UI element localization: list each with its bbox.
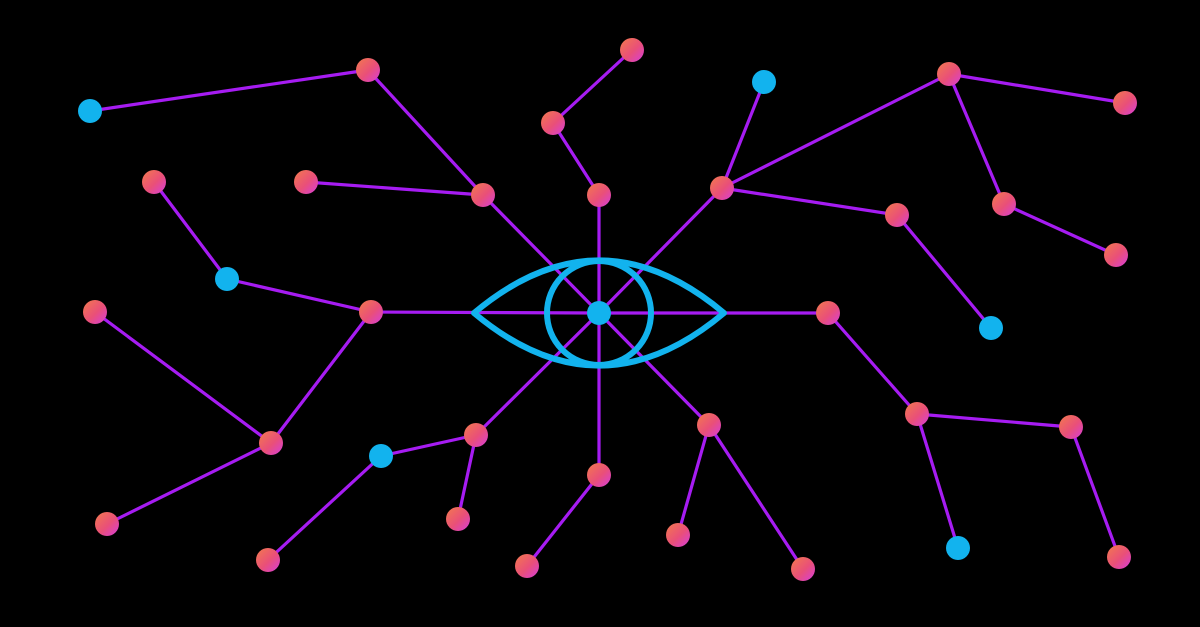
network-edge (720, 186, 899, 217)
network-edge (826, 311, 919, 416)
network-node-gradient (816, 301, 840, 325)
network-edge (895, 213, 993, 330)
network-node-gradient (587, 183, 611, 207)
network-edge (269, 310, 373, 445)
network-node-gradient (937, 62, 961, 86)
network-edge (947, 72, 1127, 105)
network-edge (597, 186, 724, 315)
network-edge (947, 72, 1006, 206)
network-node-gradient (359, 300, 383, 324)
network-edge (676, 423, 711, 537)
network-edge (551, 48, 634, 125)
network-edge (88, 68, 370, 113)
network-node-blue (215, 267, 239, 291)
network-node-gradient (259, 431, 283, 455)
network-edge (369, 310, 601, 315)
network-edge (597, 311, 711, 427)
network-node-gradient (710, 176, 734, 200)
network-edge (551, 121, 601, 197)
network-node-gradient (1107, 545, 1131, 569)
eye-pupil-icon (587, 301, 611, 325)
network-edge (93, 310, 273, 445)
network-edge (915, 412, 960, 550)
network-edge (707, 423, 805, 571)
network-edge (481, 193, 601, 315)
network-node-gradient (294, 170, 318, 194)
network-node-gradient (1113, 91, 1137, 115)
network-edge (304, 180, 485, 197)
network-edge (720, 80, 766, 190)
network-node-gradient (356, 58, 380, 82)
network-node-gradient (471, 183, 495, 207)
network-edge (105, 441, 273, 526)
network-node-gradient (666, 523, 690, 547)
network-node-gradient (541, 111, 565, 135)
network-edge (525, 473, 601, 568)
network-edge (366, 68, 485, 197)
network-edge (474, 311, 601, 437)
network-node-gradient (83, 300, 107, 324)
network-node-gradient (992, 192, 1016, 216)
network-node-gradient (1104, 243, 1128, 267)
network-edge (266, 454, 383, 562)
network-node-blue (979, 316, 1003, 340)
network-node-blue (752, 70, 776, 94)
node-layer (78, 38, 1137, 581)
network-edge (1069, 425, 1121, 559)
edge-layer (88, 48, 1127, 571)
network-node-blue (946, 536, 970, 560)
eye-outline-icon (471, 257, 727, 369)
network-node-gradient (1059, 415, 1083, 439)
network-node-gradient (464, 423, 488, 447)
network-edge (225, 277, 373, 314)
network-node-gradient (515, 554, 539, 578)
network-node-gradient (791, 557, 815, 581)
network-node-blue (369, 444, 393, 468)
eye-icon (471, 257, 727, 369)
network-node-gradient (587, 463, 611, 487)
network-edge (1002, 202, 1118, 257)
network-edge (152, 180, 229, 281)
network-node-gradient (905, 402, 929, 426)
network-node-gradient (446, 507, 470, 531)
network-edge (720, 72, 951, 190)
network-node-gradient (697, 413, 721, 437)
network-edge (456, 433, 478, 521)
network-node-gradient (620, 38, 644, 62)
network-node-gradient (885, 203, 909, 227)
network-edge (379, 433, 478, 458)
network-node-gradient (142, 170, 166, 194)
network-node-gradient (256, 548, 280, 572)
eye-iris-icon (544, 258, 654, 368)
network-edge (915, 412, 1073, 429)
network-node-gradient (95, 512, 119, 536)
network-node-blue (78, 99, 102, 123)
